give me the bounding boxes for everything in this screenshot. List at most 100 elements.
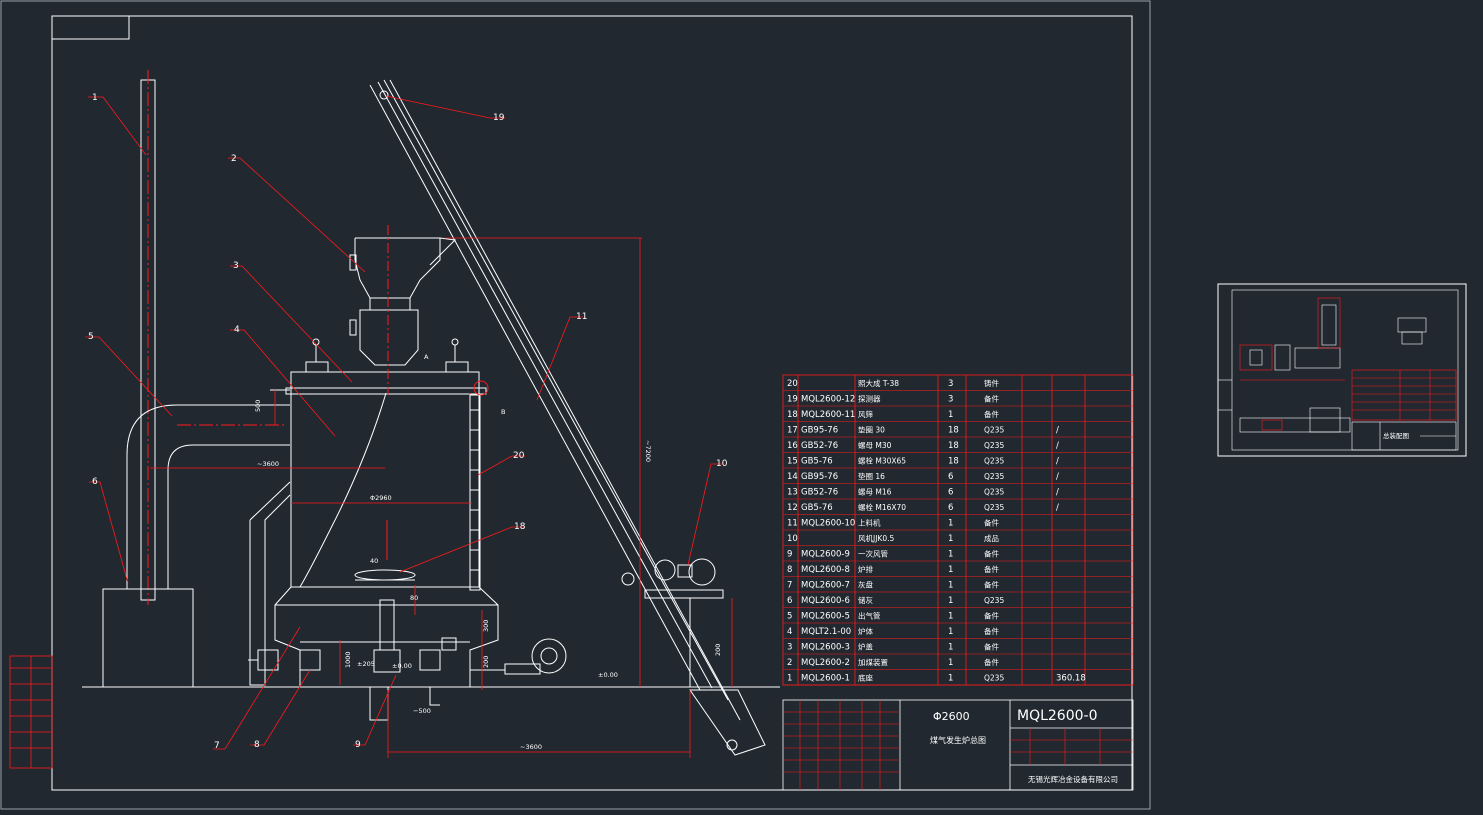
- parts-cell-mat: 备件: [984, 657, 999, 667]
- balloon-20: 20: [513, 451, 525, 461]
- parts-cell-name: 螺母 M30: [858, 440, 892, 450]
- drawing-number: MQL2600-0: [1017, 708, 1098, 724]
- parts-cell-qty: 1: [948, 596, 953, 606]
- parts-cell-code: GB95-76: [801, 472, 838, 482]
- parts-cell-name: 螺栓 M30X65: [858, 456, 906, 466]
- parts-cell-name: 螺母 M16: [858, 487, 892, 497]
- dim-80: 80: [410, 594, 418, 602]
- parts-cell-name: 风机JJK0.5: [858, 533, 894, 543]
- parts-cell-no: 16: [787, 441, 798, 451]
- dim-chimney-distance: ~3600: [257, 460, 279, 468]
- parts-cell-mat: Q235: [984, 596, 1004, 605]
- parts-cell-rem: /: [1056, 457, 1059, 467]
- parts-cell-rem: 360.18: [1056, 674, 1086, 684]
- parts-cell-code: GB52-76: [801, 441, 838, 451]
- dim-level-0: ±0.00: [598, 671, 618, 679]
- parts-cell-no: 1: [787, 674, 792, 684]
- parts-cell-rem: /: [1056, 488, 1059, 498]
- balloon-3: 3: [233, 261, 239, 271]
- parts-cell-qty: 1: [948, 658, 953, 668]
- parts-cell-code: MQL2600-7: [801, 581, 850, 591]
- dim-level-minus-500: −500: [413, 707, 431, 715]
- parts-cell-name: 出气管: [858, 611, 881, 621]
- parts-cell-no: 19: [787, 395, 798, 405]
- parts-cell-qty: 3: [948, 395, 953, 405]
- parts-cell-no: 14: [787, 472, 798, 482]
- chimney: [140, 70, 156, 605]
- parts-cell-name: 螺栓 M16X70: [858, 502, 906, 512]
- ground-line: [82, 686, 780, 721]
- layout-thumbnail: [1218, 289, 1459, 451]
- parts-cell-no: 8: [787, 565, 792, 575]
- dimension-texts: Φ2960 ~7200 ~3600 ~3600 500 200 ±0.00 −5…: [254, 400, 722, 751]
- parts-cell-name: 灰盘: [858, 580, 873, 590]
- parts-cell-mat: Q235: [984, 503, 1004, 512]
- parts-cell-no: 2: [787, 658, 792, 668]
- title-block: Φ2600 煤气发生炉总图 MQL2600-0 无锡光辉冶金设备有限公司: [782, 699, 1134, 791]
- parts-cell-no: 6: [787, 596, 792, 606]
- balloon-1: 1: [92, 93, 98, 103]
- parts-cell-no: 9: [787, 550, 792, 560]
- parts-cell-mat: Q235: [984, 426, 1004, 435]
- parts-cell-no: 15: [787, 457, 798, 467]
- balloon-7: 7: [214, 741, 220, 751]
- dim-300: 300: [482, 620, 490, 632]
- dim-width-3600: ~3600: [520, 743, 542, 751]
- balloon-2: 2: [231, 154, 237, 164]
- balloon-4: 4: [234, 325, 240, 335]
- parts-cell-code: GB95-76: [801, 426, 838, 436]
- parts-cell-name: 炉盖: [858, 642, 873, 652]
- dim-level-0b: ±0.00: [392, 662, 412, 670]
- parts-cell-name: 一次风管: [858, 549, 888, 559]
- parts-cell-code: GB52-76: [801, 488, 838, 498]
- parts-cell-qty: 1: [948, 627, 953, 637]
- parts-cell-no: 7: [787, 581, 792, 591]
- balloon-11: 11: [576, 312, 587, 322]
- parts-cell-no: 3: [787, 643, 792, 653]
- parts-cell-rem: /: [1056, 472, 1059, 482]
- coal-hoist: [369, 79, 766, 756]
- parts-cell-mat: 备件: [984, 580, 999, 590]
- furnace-body: [248, 225, 499, 687]
- parts-cell-qty: 1: [948, 519, 953, 529]
- dim-1000: 1000: [344, 651, 352, 668]
- parts-cell-no: 5: [787, 612, 792, 622]
- dim-overall-height: ~7200: [644, 440, 652, 462]
- parts-cell-mat: 备件: [984, 409, 999, 419]
- parts-cell-mat: 备件: [984, 394, 999, 404]
- parts-cell-qty: 1: [948, 410, 953, 420]
- parts-cell-qty: 18: [948, 441, 959, 451]
- parts-cell-code: MQL2600-10: [801, 519, 855, 529]
- gas-outlet-pipe: [126, 389, 290, 589]
- dim-200: 200: [714, 644, 722, 656]
- parts-cell-qty: 18: [948, 426, 959, 436]
- parts-cell-code: MQL2600-6: [801, 596, 850, 606]
- balloon-19: 19: [493, 113, 505, 123]
- parts-cell-name: 上料机: [858, 518, 881, 528]
- parts-cell-code: MQL2600-12: [801, 395, 855, 405]
- parts-cell-qty: 6: [948, 503, 953, 513]
- parts-cell-name: 加煤装置: [858, 657, 888, 667]
- parts-cell-no: 13: [787, 488, 798, 498]
- parts-cell-code: MQL2600-2: [801, 658, 850, 668]
- parts-cell-qty: 1: [948, 565, 953, 575]
- parts-cell-name: 炉排: [858, 564, 873, 574]
- parts-cell-code: MQL2600-5: [801, 612, 850, 622]
- balloon-5: 5: [88, 332, 94, 342]
- parts-cell-code: MQL2600-1: [801, 674, 850, 684]
- parts-cell-mat: Q235: [984, 441, 1004, 450]
- company-name: 无锡光辉冶金设备有限公司: [1028, 774, 1118, 784]
- parts-cell-name: 探测器: [858, 394, 881, 404]
- parts-cell-mat: Q235: [984, 674, 1004, 683]
- dim-500: 500: [254, 400, 262, 412]
- parts-cell-name: 炉体: [858, 626, 873, 636]
- parts-cell-qty: 1: [948, 581, 953, 591]
- balloon-a: A: [424, 353, 429, 361]
- parts-cell-qty: 6: [948, 472, 953, 482]
- parts-cell-code: GB5-76: [801, 503, 833, 513]
- parts-cell-name: 垫圈 30: [858, 425, 885, 435]
- title-name: 煤气发生炉总图: [930, 735, 986, 745]
- ash-box: [102, 588, 194, 688]
